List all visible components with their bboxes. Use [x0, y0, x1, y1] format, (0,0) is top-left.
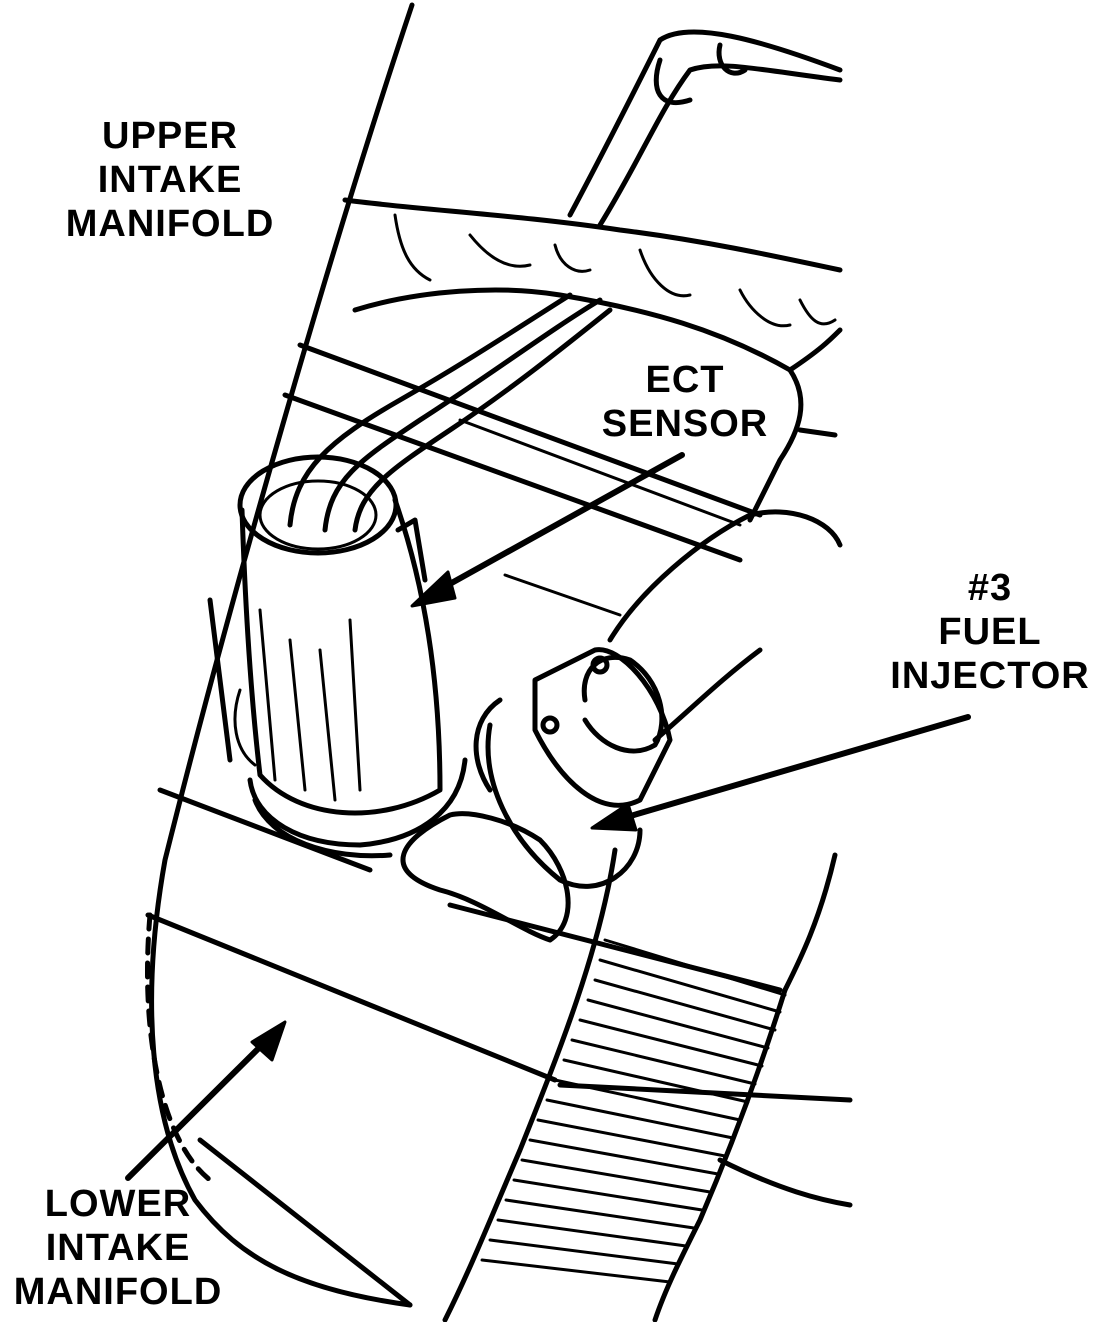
ect-wire-2	[322, 297, 603, 533]
lower-intake-manifold-line-3: MANIFOLD	[13, 1271, 223, 1313]
corrugated-hose-right	[652, 987, 788, 1322]
lower-intake-manifold-label: LOWER INTAKE MANIFOLD	[0, 1182, 236, 1314]
hand	[581, 509, 843, 754]
fuel-injector-line-1: #3	[967, 567, 1013, 609]
ect-connector-inner	[258, 479, 378, 551]
injector-arrow	[590, 714, 971, 832]
corrugated-hose-ribs	[480, 938, 787, 1284]
injector-hole-2	[540, 715, 560, 735]
ect-wire-3	[352, 307, 613, 533]
upper-hose-wrinkles	[393, 213, 837, 328]
lower-manifold-edge-3	[197, 1137, 853, 1308]
fuel-injector-label: #3 FUEL INJECTOR	[876, 566, 1104, 698]
upper-hose-bottom	[352, 287, 843, 373]
top-hose	[567, 29, 843, 218]
upper-hose-top	[342, 197, 843, 273]
ect-bracket	[207, 517, 428, 763]
upper-intake-manifold-label: UPPER INTAKE MANIFOLD	[52, 114, 288, 246]
fuel-injector-line-3: INJECTOR	[890, 655, 1090, 697]
ect-arrow	[410, 452, 685, 608]
lower-manifold-edge-2	[145, 912, 853, 1103]
corrugated-hose-left	[442, 847, 618, 1322]
ect-sensor-line-1: ECT	[645, 359, 725, 401]
ect-sensor-label: ECT SENSOR	[590, 358, 780, 446]
injector-nozzle	[400, 811, 571, 943]
manifold-runner-3	[458, 418, 742, 527]
manifold-runner-4	[503, 573, 622, 617]
lower-manifold-curve	[145, 912, 213, 1183]
injector-body	[473, 697, 643, 889]
upper-intake-manifold-line-2: INTAKE	[97, 159, 243, 201]
ect-wire-1	[287, 292, 573, 528]
ect-sensor-line-2: SENSOR	[601, 403, 769, 445]
upper-manifold-edge	[149, 2, 415, 1308]
right-edge-curve	[782, 852, 838, 993]
upper-intake-manifold-line-3: MANIFOLD	[65, 203, 275, 245]
lower-intake-manifold-line-2: INTAKE	[45, 1227, 191, 1269]
lower-intake-manifold-line-1: LOWER	[44, 1183, 192, 1225]
ect-connector-ribs	[233, 608, 362, 802]
ect-base-ring	[247, 757, 468, 848]
fuel-injector-line-2: FUEL	[938, 611, 1042, 653]
upper-intake-manifold-line-1: UPPER	[102, 115, 238, 157]
manifold-runner-1	[297, 342, 763, 518]
top-hose-detail	[653, 42, 748, 106]
rag-right	[747, 367, 838, 523]
lower-manifold-arrow	[125, 1020, 287, 1181]
ect-connector-body	[239, 497, 443, 816]
top-hose-inner	[597, 63, 843, 228]
